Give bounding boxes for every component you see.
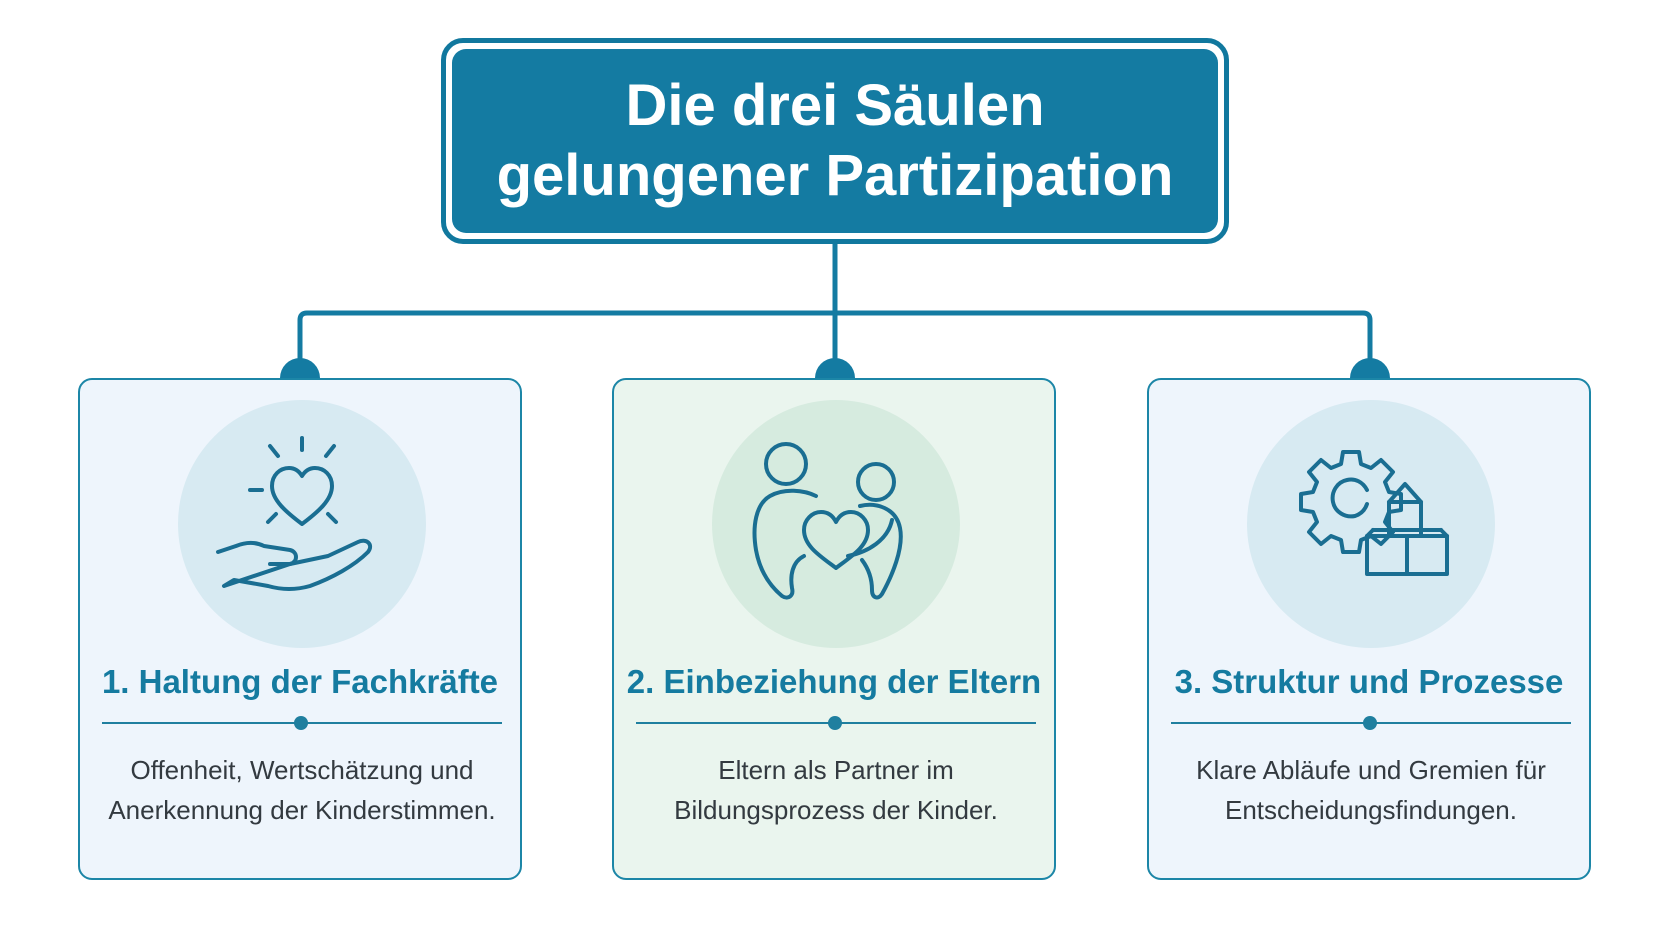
pillar-description-1-line-1: Offenheit, Wertschätzung und xyxy=(130,755,474,785)
parent-child-heart-icon xyxy=(752,442,903,600)
divider-dot-2 xyxy=(828,716,842,730)
pillar-card-1: 1. Haltung der Fachkräfte Offenheit, Wer… xyxy=(78,378,522,880)
page-title: Die drei Säulen gelungener Partizipation xyxy=(497,71,1174,211)
gear-blocks-icon xyxy=(1299,450,1449,576)
title-banner: Die drei Säulen gelungener Partizipation xyxy=(452,49,1218,233)
title-line-1: Die drei Säulen xyxy=(625,73,1045,138)
pillar-description-3-line-1: Klare Abläufe und Gremien für xyxy=(1196,755,1546,785)
pillar-title-2: 2. Einbeziehung der Eltern xyxy=(626,663,1042,700)
pillar-title-3: 3. Struktur und Prozesse xyxy=(1174,663,1564,700)
pillar-card-2: 2. Einbeziehung der Eltern Eltern als Pa… xyxy=(612,378,1056,880)
icon-circle-2 xyxy=(712,400,960,648)
divider-dot-3 xyxy=(1363,716,1377,730)
pillar-description-2-line-1: Eltern als Partner im xyxy=(718,755,954,785)
pillar-title-1: 1. Haltung der Fachkräfte xyxy=(101,663,499,700)
icon-circle-3 xyxy=(1247,400,1495,648)
pillar-description-1-line-2: Anerkennung der Kinderstimmen. xyxy=(108,795,496,825)
divider-dot-1 xyxy=(294,716,308,730)
hand-heart-icon xyxy=(216,436,373,591)
title-box: Die drei Säulen gelungener Partizipation xyxy=(441,38,1229,244)
icon-circle-1 xyxy=(178,400,426,648)
pillar-description-2-line-2: Bildungsprozess der Kinder. xyxy=(674,795,998,825)
pillar-description-3: Klare Abläufe und Gremien für Entscheidu… xyxy=(1159,750,1583,830)
pillar-description-3-line-2: Entscheidungsfindungen. xyxy=(1224,795,1517,825)
pillar-card-3: 3. Struktur und Prozesse Klare Abläufe u… xyxy=(1147,378,1591,880)
pillar-description-1: Offenheit, Wertschätzung und Anerkennung… xyxy=(90,750,514,830)
pillar-description-2: Eltern als Partner im Bildungsprozess de… xyxy=(624,750,1048,830)
title-line-2: gelungener Partizipation xyxy=(496,143,1174,208)
